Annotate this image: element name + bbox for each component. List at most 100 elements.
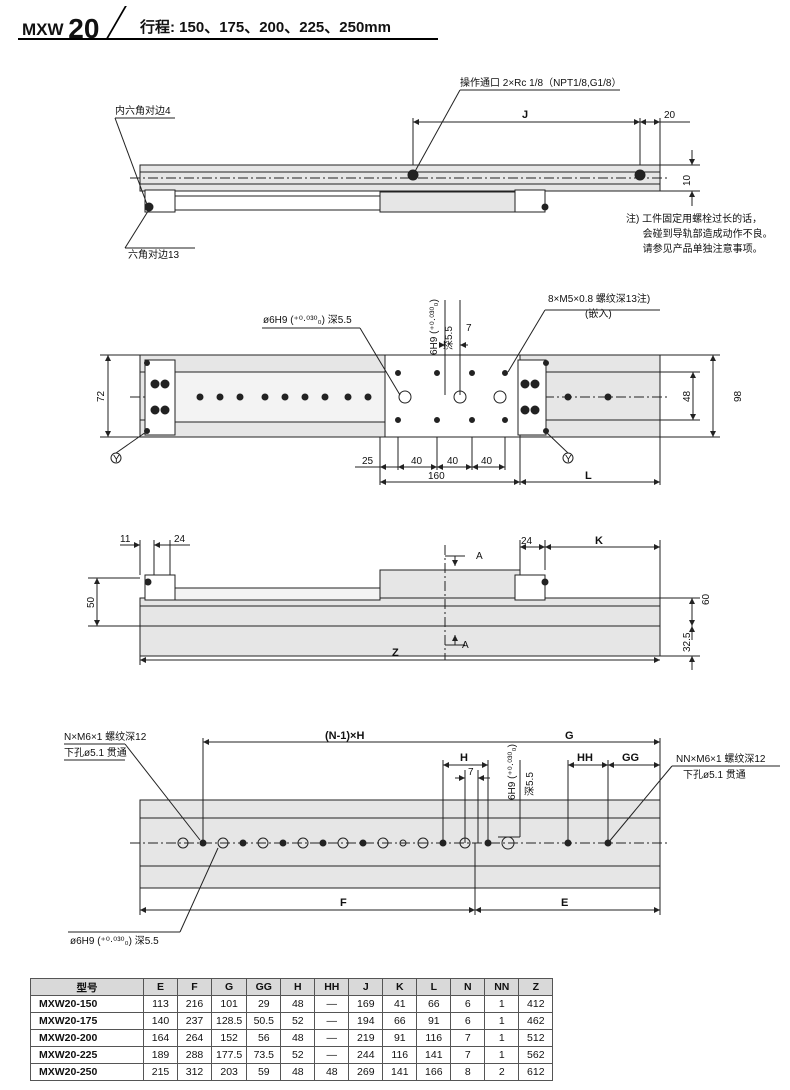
- th-H: H: [280, 978, 316, 996]
- dimension-table: 型号 E F G GG H HH J K L N NN Z MXW20-150 …: [30, 978, 554, 1081]
- cell-model: MXW20-250: [30, 1063, 144, 1081]
- table-row: MXW20-150 113 216 101 29 48 — 169 41 66 …: [30, 995, 554, 1013]
- dim-F: F: [340, 897, 347, 909]
- dim-50: 50: [86, 596, 97, 608]
- dim-6h9-bottom: 6H9 (⁺⁰·⁰³⁰₀): [507, 744, 518, 800]
- dim-10: 10: [682, 174, 693, 186]
- cell: 41: [382, 995, 418, 1013]
- cell: 113: [143, 995, 178, 1013]
- cell: 91: [416, 1012, 452, 1030]
- th-J: J: [348, 978, 384, 996]
- dim-11: 11: [120, 534, 131, 545]
- th-F: F: [177, 978, 212, 996]
- table-header-row: 型号 E F G GG H HH J K L N NN Z: [30, 978, 554, 996]
- cell: 203: [210, 1063, 248, 1081]
- cell: 562: [518, 1046, 554, 1064]
- cell: 189: [143, 1046, 178, 1064]
- section-A-bottom: A: [462, 640, 469, 651]
- cell: —: [314, 1012, 350, 1030]
- cell: 2: [484, 1063, 520, 1081]
- dim-Z: Z: [392, 647, 399, 659]
- cell: 312: [177, 1063, 212, 1081]
- cell: 7: [450, 1029, 486, 1047]
- dim-L: L: [585, 470, 592, 482]
- view-top-plan: [100, 300, 720, 485]
- dim-60: 60: [701, 593, 712, 605]
- label-pin: ø6H9 (⁺⁰·⁰³⁰₀) 深5.5: [70, 935, 159, 947]
- dim-40c: 40: [481, 456, 493, 467]
- cell: 1: [484, 1029, 520, 1047]
- th-G: G: [210, 978, 248, 996]
- view-front-side: [88, 540, 700, 670]
- cell: 512: [518, 1029, 554, 1047]
- cell: 1: [484, 1012, 520, 1030]
- cell-model: MXW20-150: [30, 995, 144, 1013]
- cell: 50.5: [246, 1012, 282, 1030]
- dim-160: 160: [428, 471, 445, 482]
- cell: 169: [348, 995, 384, 1013]
- cell: 141: [416, 1046, 452, 1064]
- cell: 116: [382, 1046, 418, 1064]
- cell: —: [314, 995, 350, 1013]
- dim-24-left: 24: [174, 534, 186, 545]
- dim-6h9: 6H9 (⁺⁰·⁰³⁰₀): [429, 299, 440, 355]
- cell: 215: [143, 1063, 178, 1081]
- table-row: MXW20-175 140 237 128.5 50.5 52 — 194 66…: [30, 1012, 554, 1030]
- cell: 141: [382, 1063, 418, 1081]
- dim-20: 20: [664, 110, 676, 121]
- th-K: K: [382, 978, 418, 996]
- cell: 6: [450, 1012, 486, 1030]
- cell: 1: [484, 995, 520, 1013]
- dim-72: 72: [96, 390, 107, 402]
- th-Z: Z: [518, 978, 554, 996]
- dim-24-right: 24: [521, 536, 533, 547]
- cell: 152: [210, 1029, 248, 1047]
- cell: 244: [348, 1046, 384, 1064]
- cell: 91: [382, 1029, 418, 1047]
- dim-25: 25: [362, 456, 374, 467]
- table-row: MXW20-250 215 312 203 59 48 48 269 141 1…: [30, 1063, 554, 1081]
- dim-E: E: [561, 897, 568, 909]
- cell: 1: [484, 1046, 520, 1064]
- dim-depth: 深5.5: [443, 326, 455, 350]
- cell: —: [314, 1046, 350, 1064]
- section-A-top: A: [476, 551, 483, 562]
- dim-H: H: [460, 752, 468, 764]
- cell: 264: [177, 1029, 212, 1047]
- mounting-note: 注) 工件固定用螺栓过长的话， 会碰到导轨部造成动作不良。 请参见产品单独注意事…: [626, 214, 773, 255]
- dim-7: 7: [466, 323, 472, 334]
- th-L: L: [416, 978, 452, 996]
- cell: 101: [210, 995, 248, 1013]
- label-pin-hole: ø6H9 (⁺⁰·⁰³⁰₀) 深5.5: [263, 314, 352, 326]
- cell: 48: [314, 1063, 350, 1081]
- cell: 48: [280, 1063, 316, 1081]
- dim-98: 98: [733, 390, 744, 402]
- dim-7-bottom: 7: [468, 767, 474, 778]
- th-HH: HH: [314, 978, 350, 996]
- label-hex-nut: 六角对边13: [128, 248, 180, 261]
- dim-depth-bottom: 深5.5: [524, 772, 536, 796]
- cell: 6: [450, 995, 486, 1013]
- label-port: 操作通口 2×Rc 1/8（NPT1/8,G1/8）: [460, 76, 621, 89]
- cell: 128.5: [210, 1012, 248, 1030]
- cell: 177.5: [210, 1046, 248, 1064]
- cell-model: MXW20-225: [30, 1046, 144, 1064]
- dim-HH: HH: [577, 752, 593, 764]
- label-left-hole: 下孔ø5.1 贯通: [64, 747, 127, 759]
- dim-G: G: [565, 730, 574, 742]
- header-rule: [18, 38, 438, 40]
- dim-K: K: [595, 535, 603, 547]
- cell: 59: [246, 1063, 282, 1081]
- label-hex-socket: 内六角对边4: [115, 104, 171, 117]
- cell: 48: [280, 995, 316, 1013]
- table-row: MXW20-225 189 288 177.5 73.5 52 — 244 11…: [30, 1046, 554, 1064]
- dim-NH: (N-1)×H: [325, 730, 364, 742]
- cell: 52: [280, 1012, 316, 1030]
- label-insert: (嵌入): [585, 308, 612, 320]
- cell: 164: [143, 1029, 178, 1047]
- th-E: E: [143, 978, 178, 996]
- cell: 237: [177, 1012, 212, 1030]
- dim-J: J: [522, 109, 528, 121]
- page-header: MXW 20 行程: 150、175、200、225、250mm: [18, 6, 438, 44]
- table-row: MXW20-200 164 264 152 56 48 — 219 91 116…: [30, 1029, 554, 1047]
